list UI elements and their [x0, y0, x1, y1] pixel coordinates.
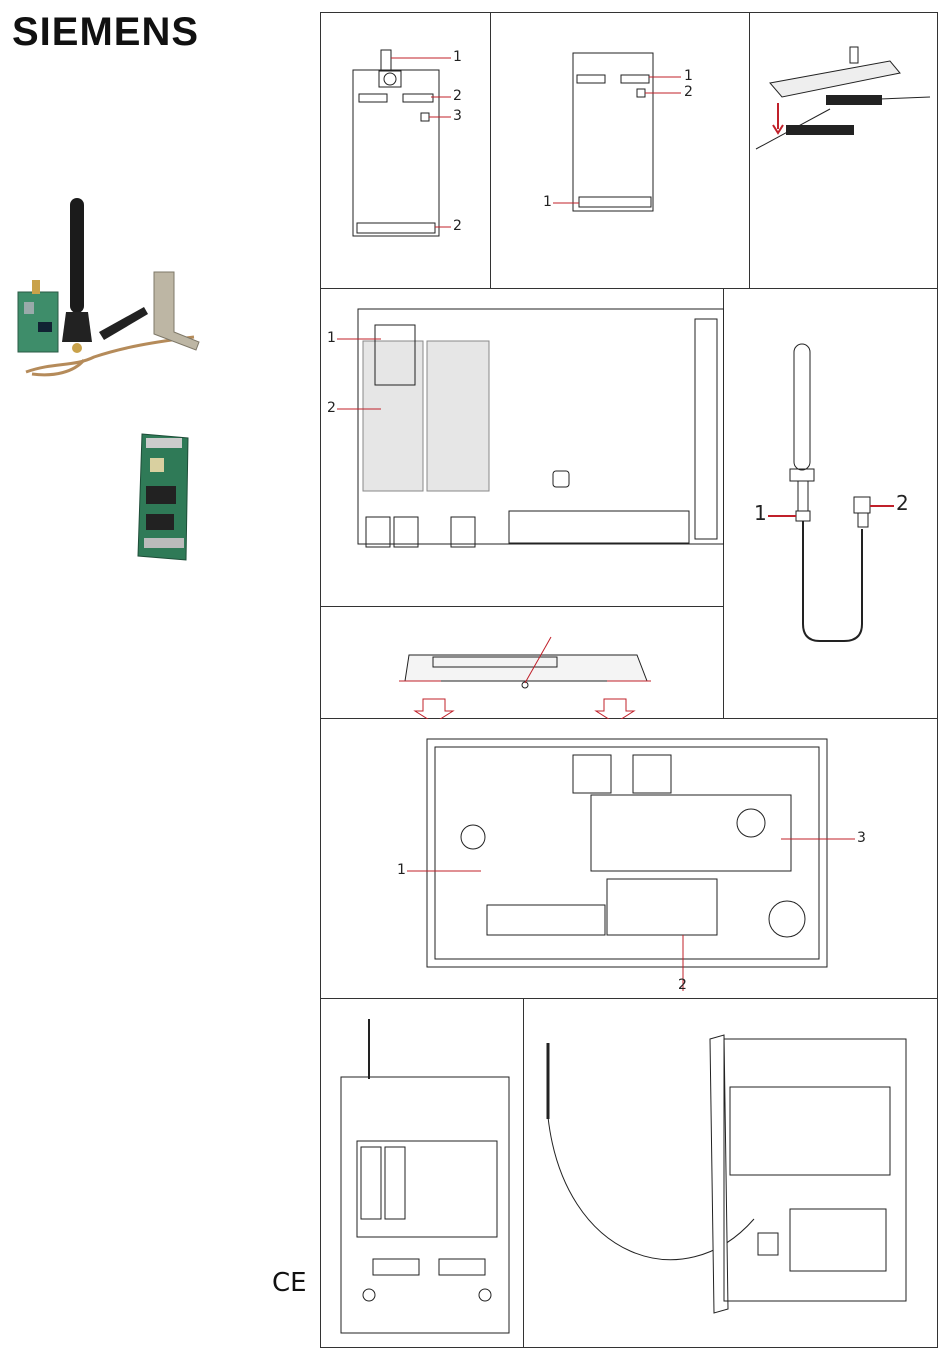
callout-label: 2	[453, 88, 462, 104]
callout-label: 2	[684, 84, 693, 100]
figure-antenna: 1 2	[724, 289, 937, 719]
callout-label: 3	[857, 830, 866, 846]
figure-module-insertion	[750, 13, 937, 289]
figure-housing-release	[321, 607, 724, 719]
callout-label: 1	[543, 194, 552, 210]
figure-module-b: 1 2 1	[491, 13, 750, 289]
callout-label: 1	[754, 501, 767, 525]
callout-label: 1	[684, 68, 693, 84]
callout-label: 2	[896, 491, 909, 515]
callout-label: 2	[327, 400, 336, 416]
figure-module-a: 1 2 3 2	[321, 13, 491, 289]
callout-label: 1	[397, 862, 406, 878]
siemens-logo: SIEMENS	[12, 10, 199, 55]
callout-label: 2	[453, 218, 462, 234]
callout-label: 1	[327, 330, 336, 346]
figure-installation-right	[524, 999, 937, 1347]
callout-label: 3	[453, 108, 462, 124]
callout-label: 2	[678, 977, 687, 993]
ce-mark: CE	[272, 1268, 307, 1298]
figure-control-panel: 1 2	[321, 289, 724, 607]
gsm-board-photo	[130, 430, 200, 565]
callout-label: 1	[453, 49, 462, 65]
figure-enclosure: 1 3 2	[321, 719, 937, 999]
figure-grid: 1 2 3 2 1 2 1	[320, 12, 938, 1348]
gsm-kit-photo	[14, 192, 204, 392]
figure-installation-left	[321, 999, 524, 1347]
